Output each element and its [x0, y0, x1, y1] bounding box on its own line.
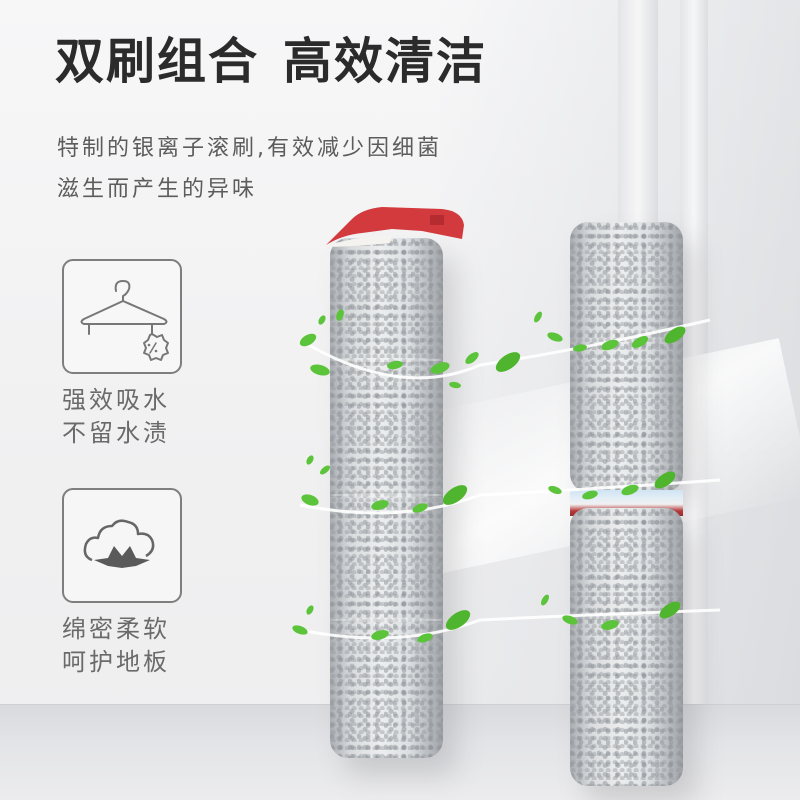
headline-part2: 高效清洁	[283, 33, 488, 90]
leaf-swirl-decoration	[292, 309, 721, 643]
description-line2: 滋生而产生的异味	[57, 177, 258, 202]
red-end-cap	[322, 207, 464, 247]
description: 特制的银离子滚刷,有效减少因细菌 滋生而产生的异味	[57, 128, 527, 210]
feature-label-line1: 绵密柔软	[62, 615, 170, 643]
feature-label-line2: 不留水渍	[62, 419, 170, 447]
cotton-icon	[83, 519, 155, 568]
roller-seam	[330, 358, 443, 362]
headline: 双刷组合高效清洁	[55, 22, 487, 93]
right-roller-upper	[570, 222, 683, 492]
right-roller-lower	[570, 508, 683, 786]
left-roller-brush	[330, 238, 443, 758]
feature-icon-box	[62, 488, 182, 603]
feature-label-line2: 呵护地板	[62, 648, 170, 676]
feature-soft-floor: 绵密柔软 呵护地板	[62, 488, 187, 679]
description-line1: 特制的银离子滚刷,有效减少因细菌	[57, 136, 442, 161]
roller-seam	[330, 618, 443, 622]
feature-label: 强效吸水 不留水渍	[62, 384, 202, 450]
feature-water-absorb: 强效吸水 不留水渍	[62, 259, 187, 450]
door-frame-right	[680, 0, 708, 705]
feature-label-line1: 强效吸水	[62, 386, 170, 414]
feature-label: 绵密柔软 呵护地板	[62, 613, 202, 679]
roller-seam	[330, 493, 443, 497]
hanger-icon	[80, 280, 169, 361]
feature-icon-box	[62, 259, 182, 374]
headline-part1: 双刷组合	[55, 33, 260, 90]
